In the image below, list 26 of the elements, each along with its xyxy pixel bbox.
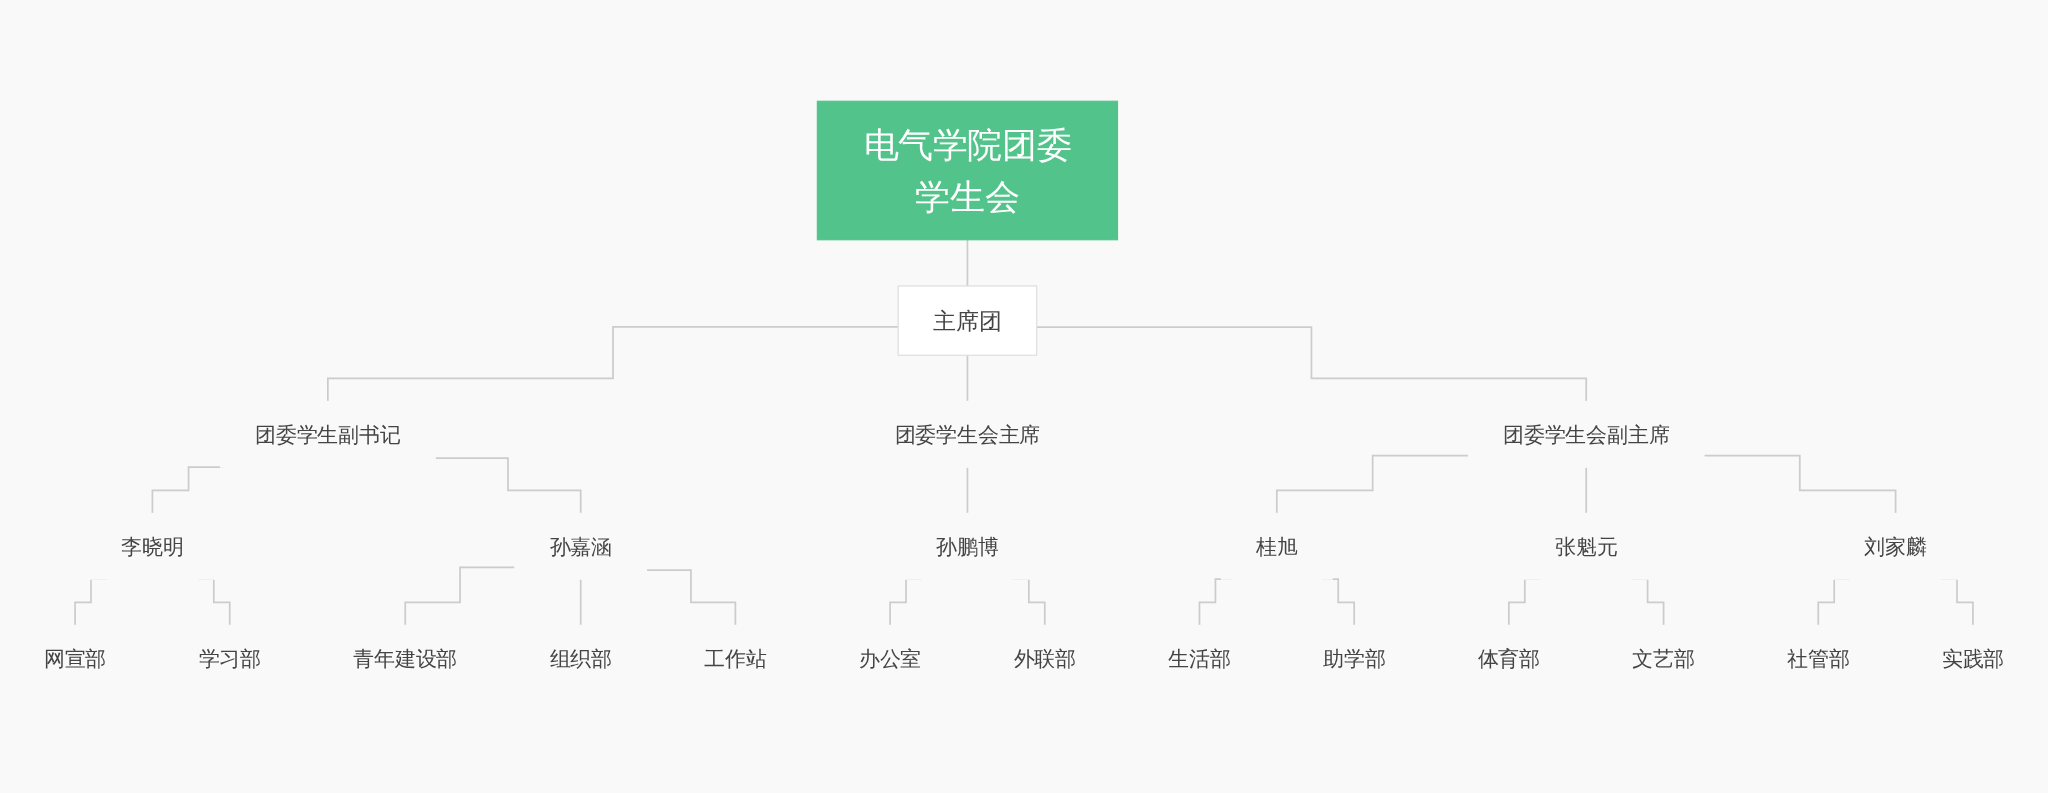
node-text: 孙嘉涵	[549, 534, 612, 559]
node-text: 团委学生会主席	[894, 422, 1041, 447]
connector	[1703, 455, 1897, 515]
node-text: 生活部	[1168, 646, 1231, 671]
connector	[966, 354, 969, 403]
node-text: 学习部	[198, 646, 261, 671]
node-text: 团委学生副书记	[255, 422, 401, 447]
node-text: 桂旭	[1256, 534, 1298, 559]
node-text: 网宣部	[43, 646, 107, 671]
node-text: 实践部	[1941, 646, 2005, 671]
node-box: 主席团	[897, 285, 1038, 357]
node-text: 社管部	[1787, 646, 1850, 671]
node-text: 办公室	[858, 646, 922, 671]
node-box: 电气学院团委学生会	[816, 100, 1119, 241]
connector	[966, 239, 969, 288]
node-text: 外联部	[1013, 646, 1076, 671]
node-text: 组织部	[549, 646, 612, 671]
node-text: 文艺部	[1632, 646, 1695, 671]
connector	[1585, 466, 1588, 515]
node-text: 团委学生会副主席	[1503, 422, 1670, 447]
node-text: 工作站	[704, 646, 767, 671]
connector	[966, 466, 969, 515]
connector	[579, 578, 582, 627]
node-text: 体育部	[1477, 646, 1541, 671]
node-text: 助学部	[1323, 646, 1386, 671]
node-text: 青年建设部	[353, 646, 458, 671]
